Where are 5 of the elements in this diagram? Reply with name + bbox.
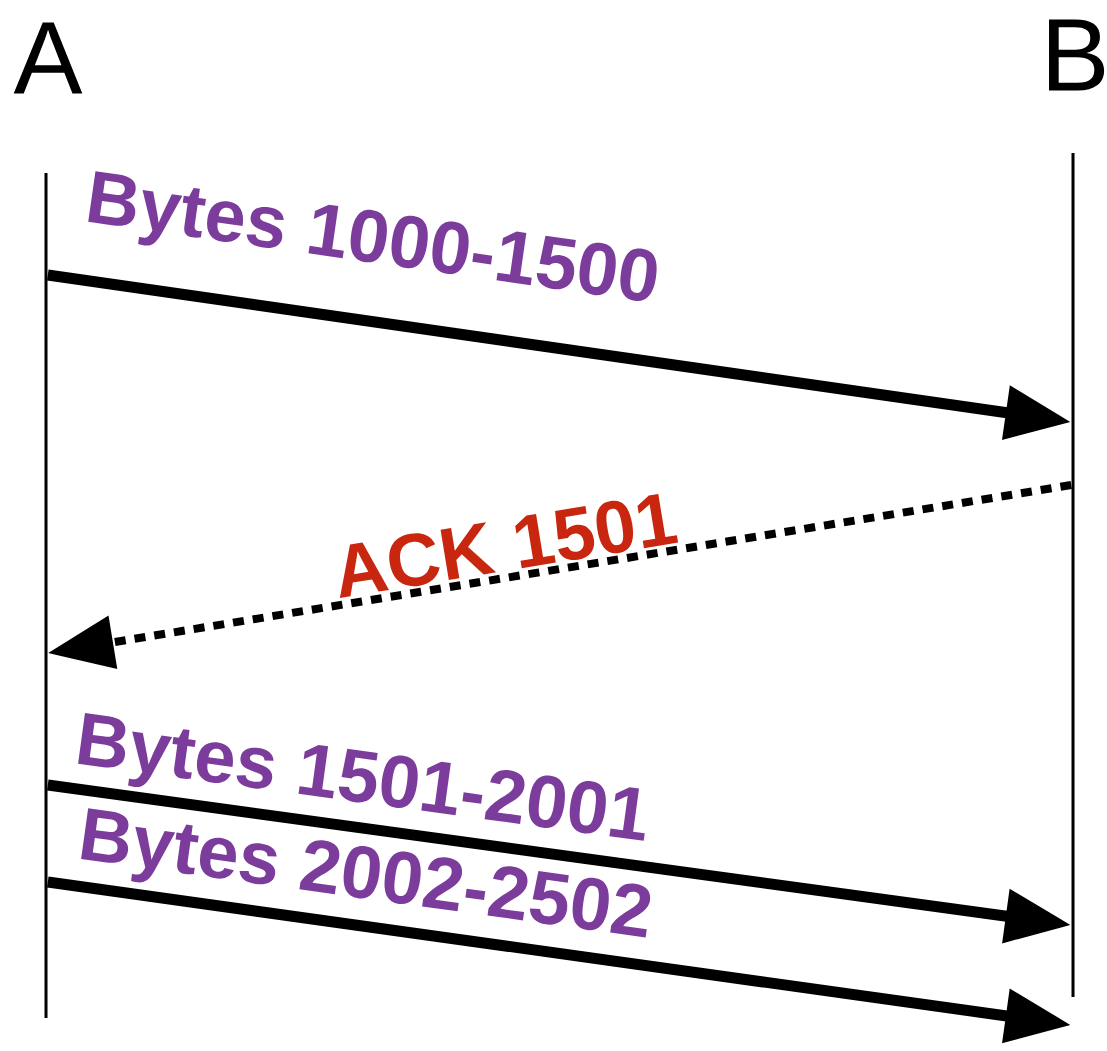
node-label: A [13, 22, 83, 94]
edge-label: Bytes 1000-1500 [79, 168, 665, 320]
node-label: B [1049, 19, 1105, 91]
lifeline: B [1049, 19, 1105, 997]
edge-label: ACK 1501 [328, 489, 682, 601]
